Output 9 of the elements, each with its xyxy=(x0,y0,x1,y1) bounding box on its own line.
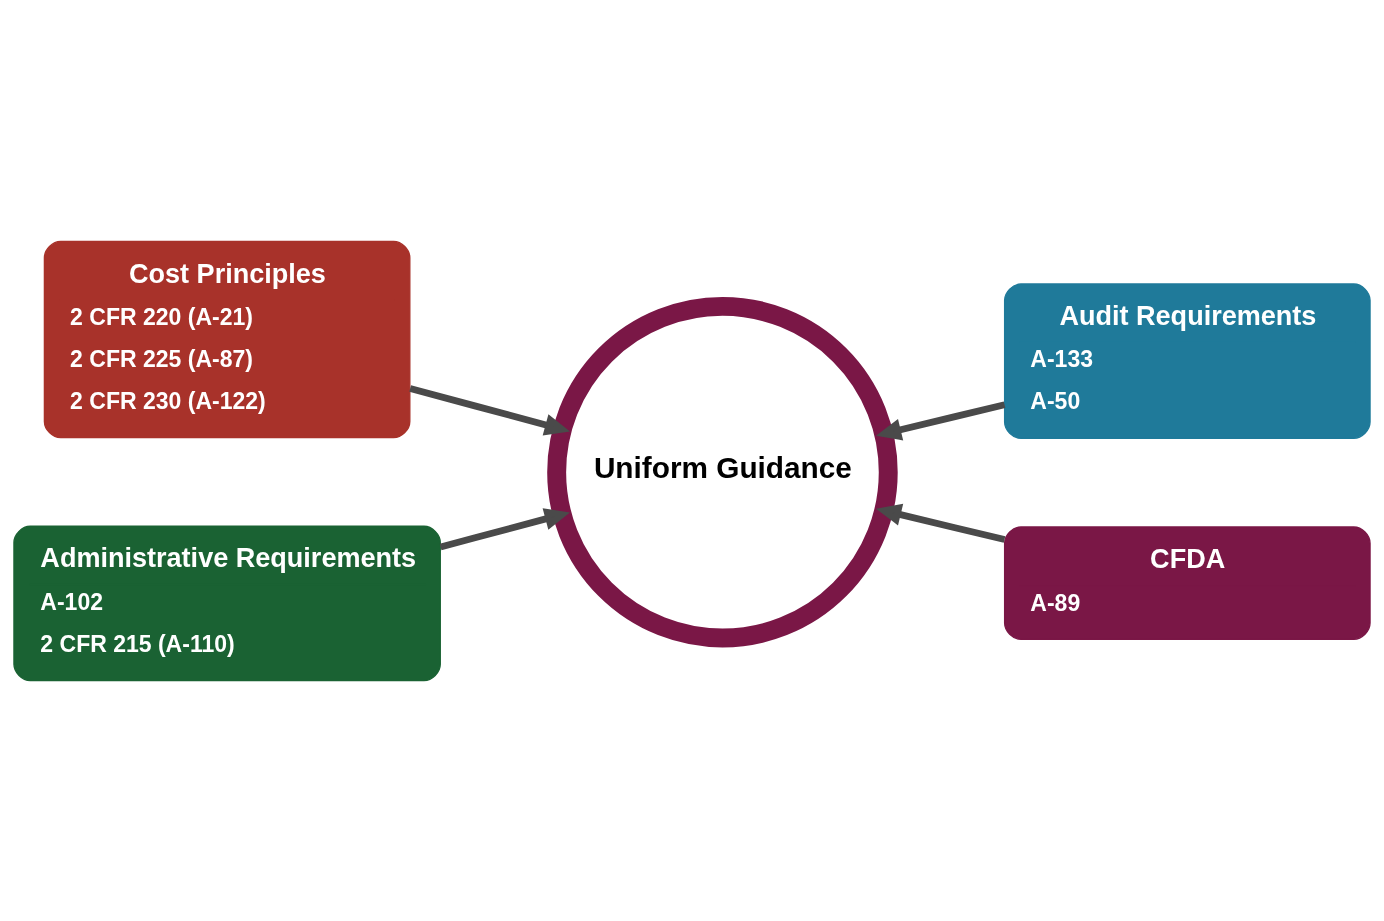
node-box: Cost Principles 2 CFR 220 (A-21) 2 CFR 225 (A-87) 2 CFR 230 (A-122) xyxy=(43,240,411,438)
node-box: Audit Requirements A-133 A-50 xyxy=(1003,282,1371,439)
arrow xyxy=(409,384,571,436)
arrow xyxy=(875,503,1006,543)
arrow xyxy=(439,507,570,550)
node-circle: Uniform Guidance xyxy=(547,296,898,647)
arrow xyxy=(875,400,1006,440)
node-box: Administrative Requirements A-102 2 CFR 215 (A-110) xyxy=(13,525,441,681)
node-box: CFDA A-89 xyxy=(1003,525,1371,640)
